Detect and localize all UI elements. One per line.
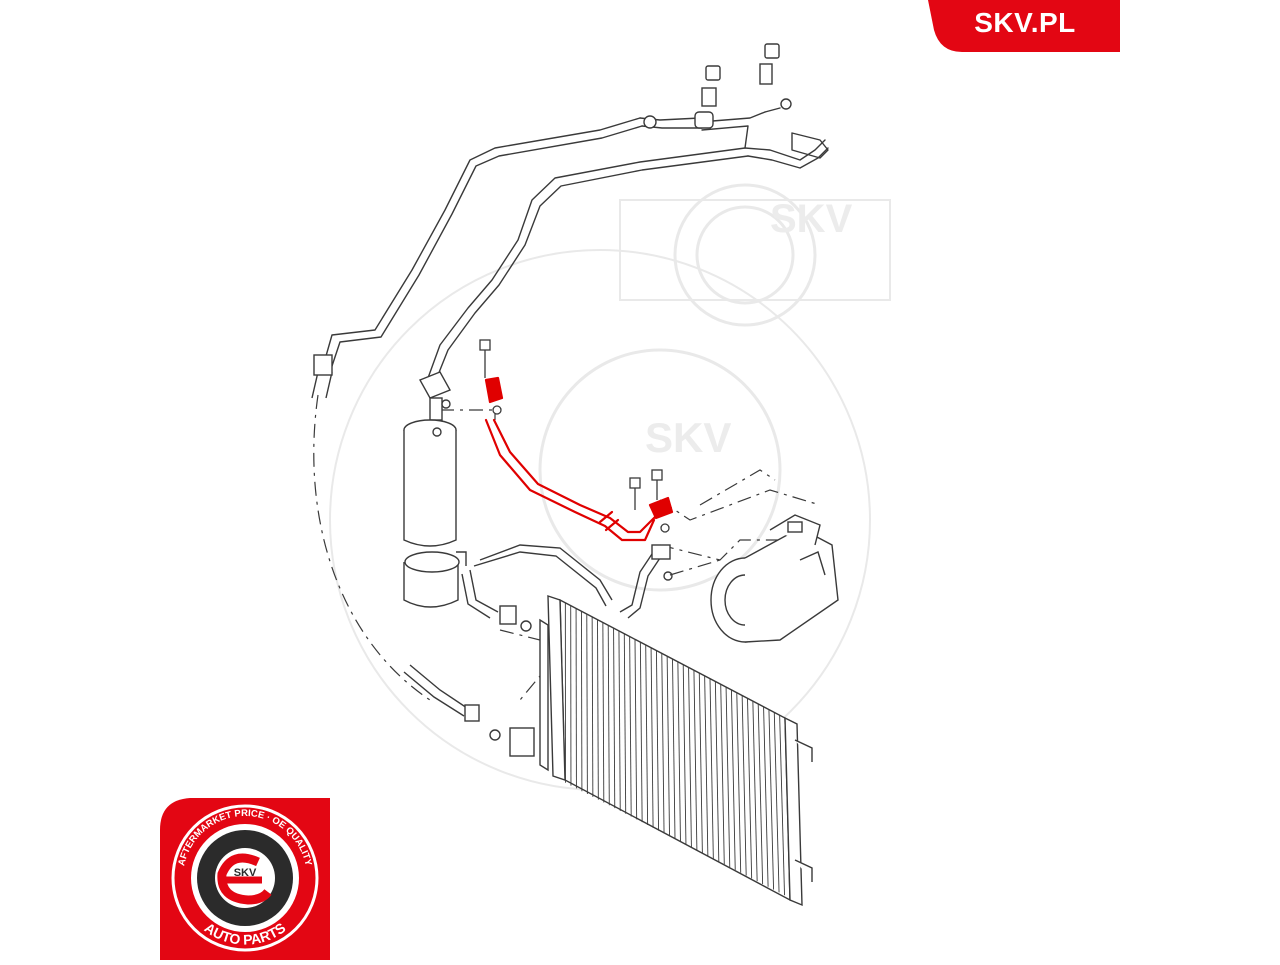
drier-o-ring: [442, 400, 450, 408]
condenser-feed-o-ring: [521, 621, 531, 631]
bolt-head-left: [630, 478, 640, 488]
skv-badge: AFTERMARKET PRICE · OE QUALITY AUTO PART…: [160, 798, 330, 960]
o-ring-right: [781, 99, 791, 109]
condenser-bracket-left: [540, 620, 548, 770]
washer-compressor: [661, 524, 669, 532]
condenser-outlet-block: [510, 728, 534, 756]
suction-pipe-outline-b: [330, 126, 642, 372]
valve-port-left: [695, 112, 713, 128]
watermark-text-upper: SKV: [770, 197, 853, 241]
suction-fitting: [652, 545, 670, 559]
lower-liquid-o-ring: [490, 730, 500, 740]
service-pipe-b: [702, 126, 748, 148]
valve-body-right: [760, 64, 772, 84]
left-lower-pipe: [312, 355, 332, 398]
condenser-feed-a: [470, 570, 498, 612]
condenser-feed-fitting: [500, 606, 516, 624]
left-pipe-connector: [314, 355, 332, 375]
service-valves: [644, 44, 791, 128]
compressor-body: [745, 528, 838, 642]
drier-bracket-top: [420, 372, 450, 398]
brand-site-label[interactable]: SKV.PL: [930, 0, 1120, 48]
bolt-head-top: [480, 340, 490, 350]
condenser-feed-b: [462, 574, 490, 618]
valve-body-left: [702, 88, 716, 106]
bolt-head-right: [652, 470, 662, 480]
compressor: [711, 515, 838, 642]
condenser-inlet-arc-b: [474, 552, 606, 606]
drier-neck: [430, 398, 442, 420]
receiver-drier: [404, 372, 466, 607]
hose-flange-top: [486, 378, 502, 402]
compressor-port: [788, 522, 802, 532]
valve-cap-right: [765, 44, 779, 58]
hose-flange-compressor: [650, 498, 672, 518]
condenser-inlet-arc-a: [480, 545, 612, 600]
dashed-condenser-link: [500, 630, 545, 700]
suction-o-ring: [664, 572, 672, 580]
suction-hose-a: [620, 548, 656, 612]
dashed-compressor-link-3: [670, 560, 720, 575]
drier-port: [433, 428, 441, 436]
suction-hose-lower: [620, 545, 672, 618]
drier-body: [404, 430, 456, 546]
o-ring-left: [644, 116, 656, 128]
condenser-fin: [587, 614, 588, 794]
badge-center-text: SKV: [234, 867, 257, 879]
condenser: [510, 596, 812, 905]
condenser-core: [560, 600, 790, 900]
suction-pipe-outline-a: [322, 118, 640, 370]
drier-clamp-top: [405, 552, 459, 572]
hose-outline-a: [486, 420, 654, 540]
lower-liquid-fitting: [465, 705, 479, 721]
right-fitting-pipe-b: [748, 148, 828, 168]
watermark-text-lower: SKV: [645, 414, 731, 461]
lower-liquid-pipe-b: [404, 672, 464, 716]
upper-pipes: [322, 108, 828, 380]
dashed-compressor-link-4: [700, 470, 775, 505]
left-pipe-end: [312, 372, 332, 398]
lower-liquid-pipe-a: [410, 665, 470, 710]
service-pipe-c: [765, 108, 780, 112]
valve-cap-left: [706, 66, 720, 80]
washer-top: [493, 406, 501, 414]
dashed-dryer-link: [440, 410, 495, 420]
